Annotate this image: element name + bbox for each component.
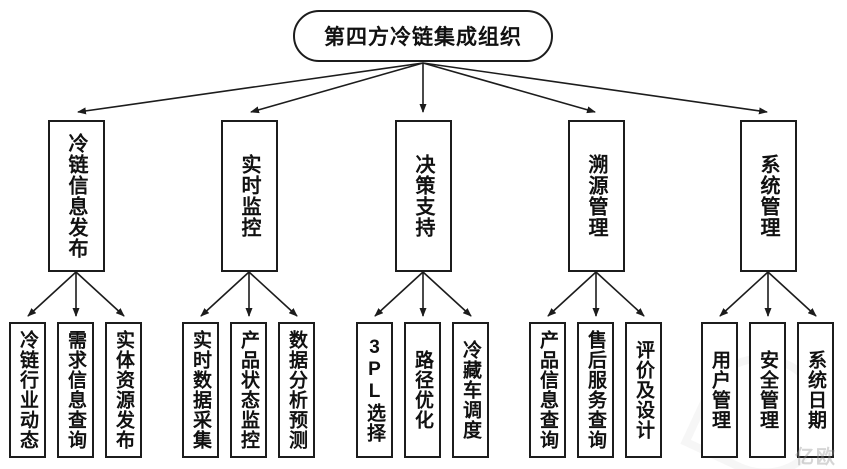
leaf-label: 系统日期 (805, 350, 826, 430)
branch-box-realtime-monitoring: 实时监控 (221, 120, 278, 272)
leaf-label: 冷藏车调度 (460, 340, 481, 440)
leaf-label: 产品信息查询 (537, 330, 558, 450)
branch-label: 实时监控 (238, 154, 260, 238)
watermark-text: 亿欧 (795, 447, 838, 468)
leaf-box: 用户管理 (701, 322, 738, 458)
leaf-label: 安全管理 (757, 350, 778, 430)
branch-label: 决策支持 (412, 154, 434, 238)
leaf-label: 数据分析预测 (286, 330, 307, 450)
leaf-label: 产品状态监控 (238, 330, 259, 450)
leaf-box: 系统日期 (797, 322, 834, 458)
leaf-label: 冷链行业动态 (17, 330, 38, 450)
leaf-box: 数据分析预测 (278, 322, 315, 458)
leaf-box: 冷藏车调度 (452, 322, 489, 458)
leaf-label: 3PL选择 (364, 337, 385, 443)
leaf-box: 安全管理 (749, 322, 786, 458)
root-node: 第四方冷链集成组织 (293, 10, 553, 62)
branch-label: 冷链信息发布 (65, 133, 87, 259)
leaf-box: 产品状态监控 (230, 322, 267, 458)
branch-box-system-management: 系统管理 (740, 120, 797, 272)
leaf-box: 冷链行业动态 (9, 322, 46, 458)
branch-label: 系统管理 (757, 154, 779, 238)
leaf-label: 需求信息查询 (65, 330, 86, 450)
leaf-label: 实时数据采集 (190, 330, 211, 450)
leaf-box: 产品信息查询 (529, 322, 566, 458)
leaf-label: 评价及设计 (633, 340, 654, 440)
leaf-label: 售后服务查询 (585, 330, 606, 450)
leaf-box: 路径优化 (404, 322, 441, 458)
branch-label: 溯源管理 (585, 154, 607, 238)
leaf-box: 需求信息查询 (57, 322, 94, 458)
leaf-label: 用户管理 (709, 350, 730, 430)
branch-box-traceability-management: 溯源管理 (568, 120, 625, 272)
leaf-box: 评价及设计 (625, 322, 662, 458)
leaf-box: 3PL选择 (356, 322, 393, 458)
branch-box-cold-chain-info-release: 冷链信息发布 (48, 120, 105, 272)
leaf-box: 售后服务查询 (577, 322, 614, 458)
leaf-label: 实体资源发布 (113, 330, 134, 450)
leaf-box: 实时数据采集 (182, 322, 219, 458)
leaf-label: 路径优化 (412, 350, 433, 430)
branch-box-decision-support: 决策支持 (395, 120, 452, 272)
leaf-box: 实体资源发布 (105, 322, 142, 458)
